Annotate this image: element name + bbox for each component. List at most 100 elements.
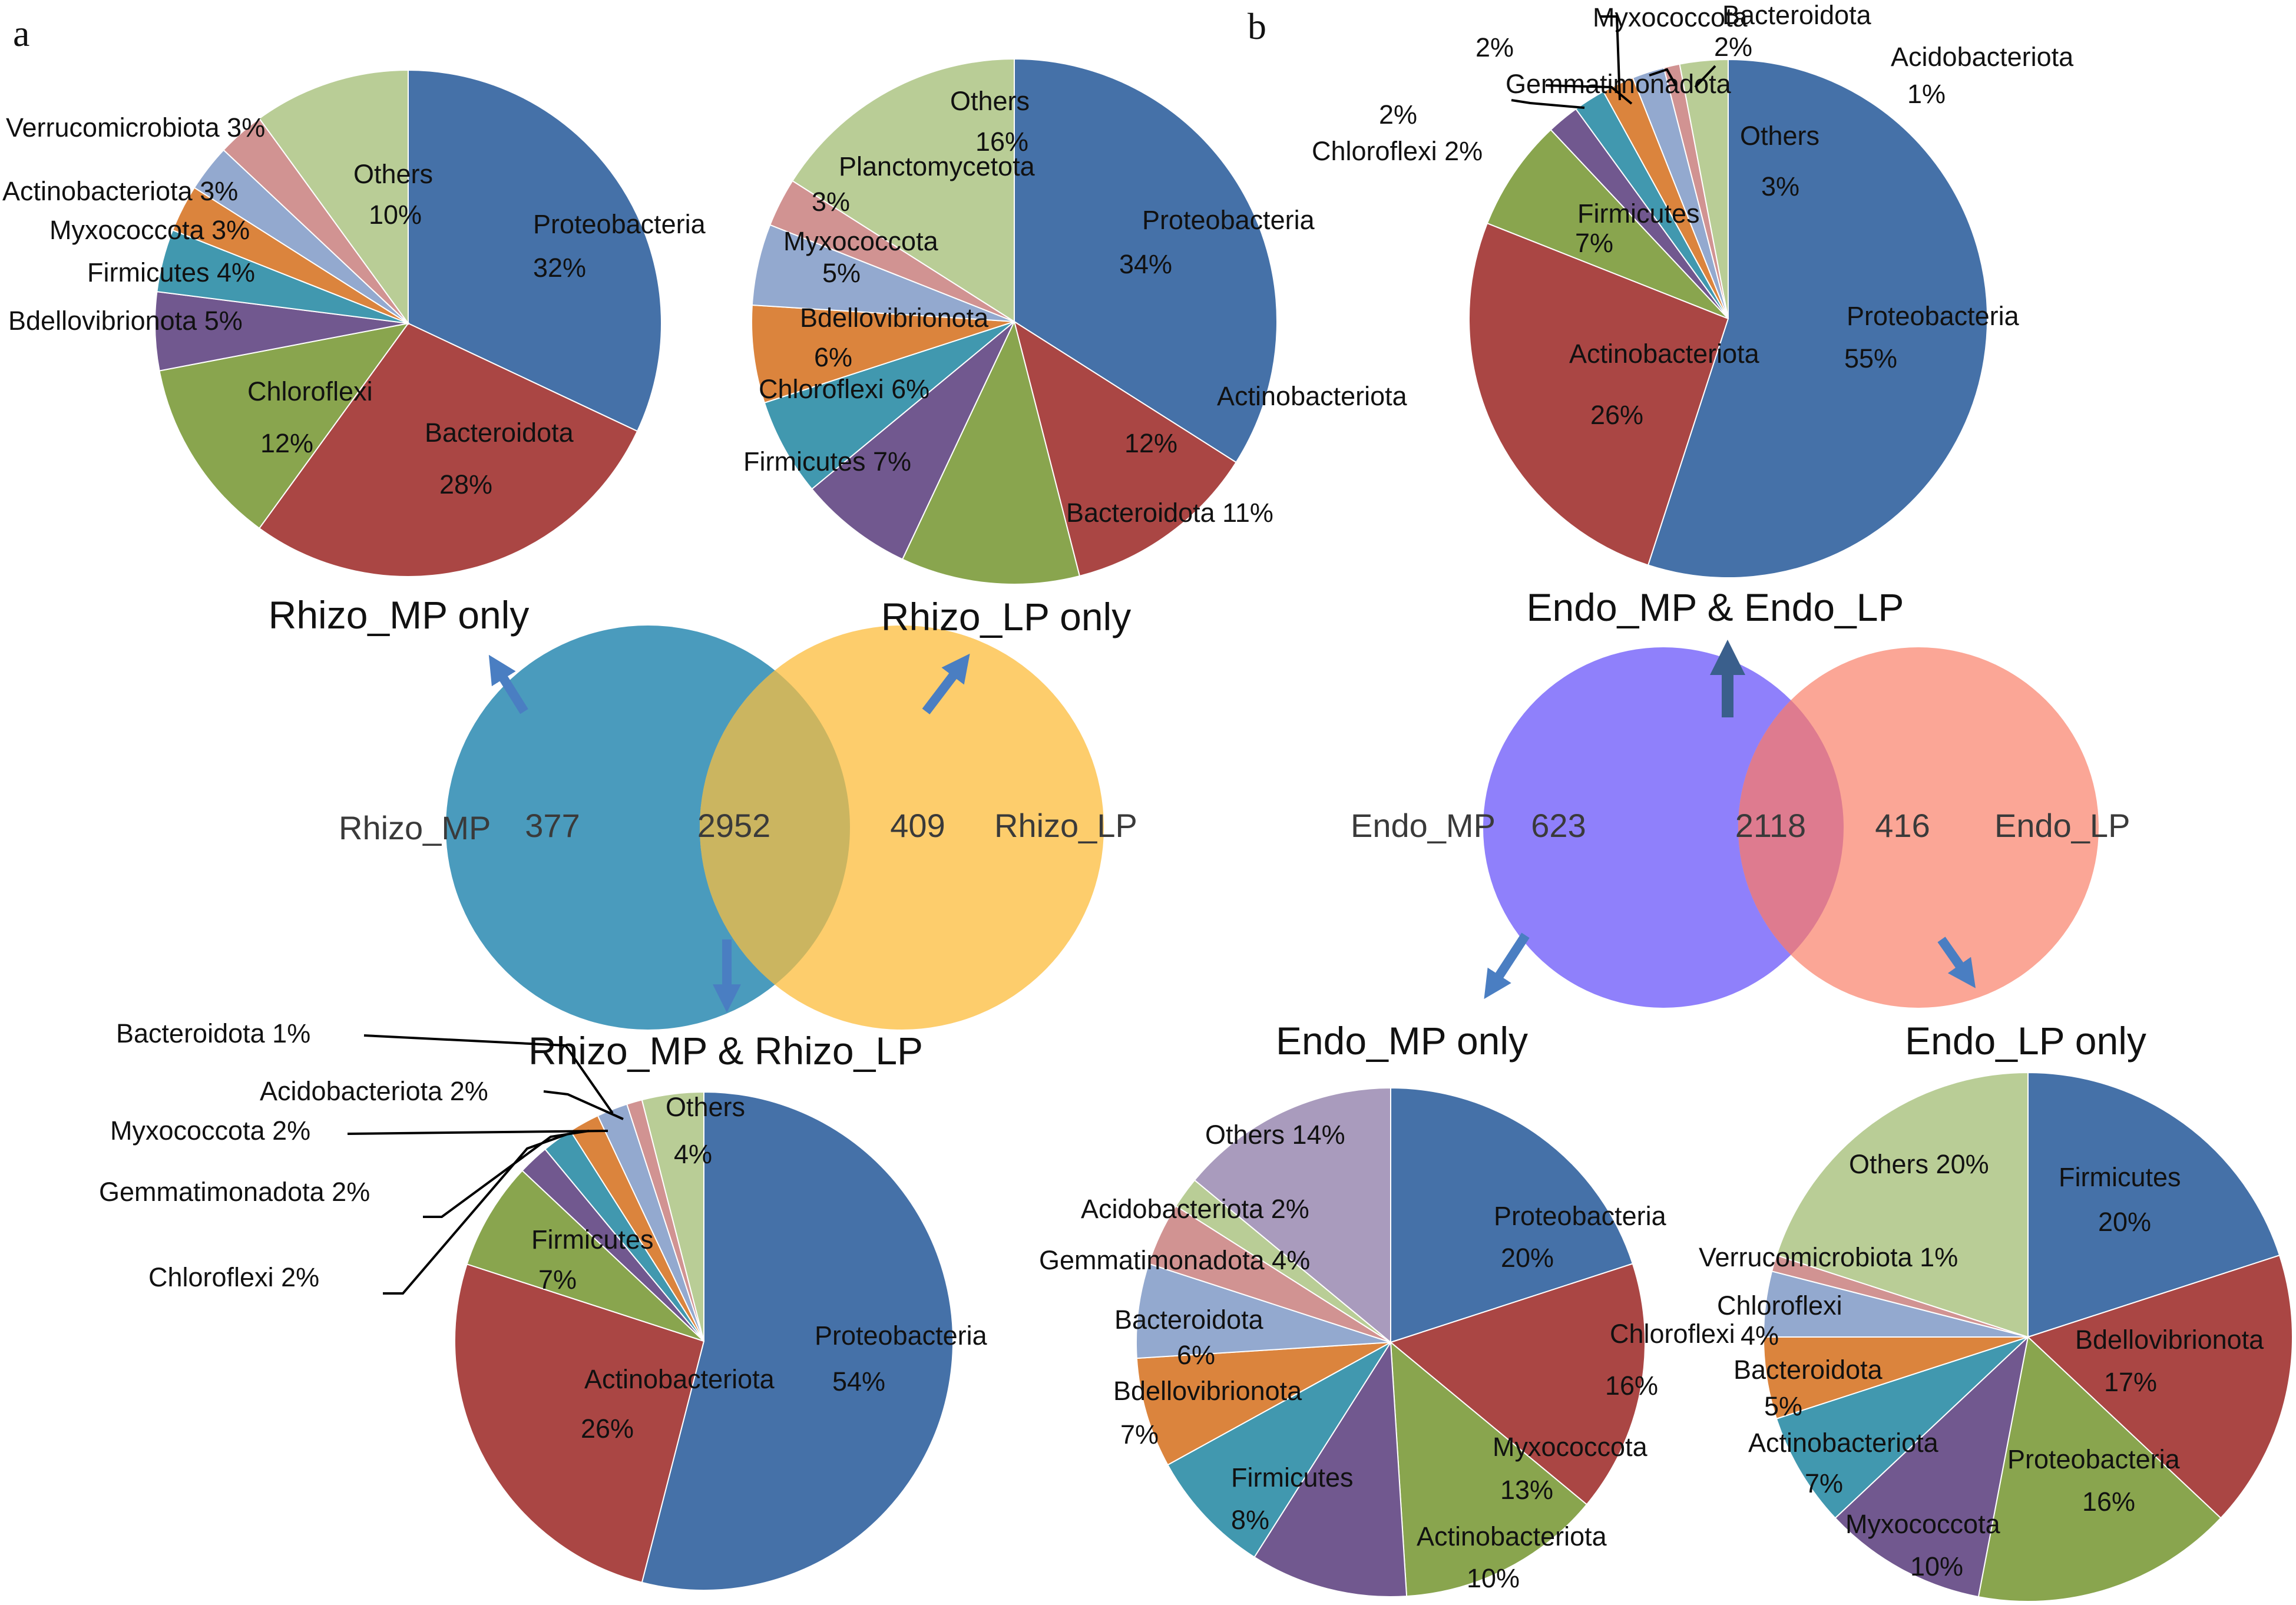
slice-label-bdellovibrionota: Bdellovibrionota (1113, 1376, 1302, 1406)
slice-value-bacteroidota: 2% (1714, 32, 1752, 62)
slice-label-planctomycetota: Planctomycetota (839, 151, 1035, 181)
leader-line (1600, 15, 1621, 101)
title-rhizo-shared: Rhizo_MP & Rhizo_LP (528, 1029, 923, 1073)
pie-rhizo-mp-only: Proteobacteria32%Bacteroidota28%Chlorofl… (2, 69, 706, 577)
slice-label-acidobacteriota: Acidobacteriota 2% (260, 1076, 488, 1106)
pie-slice-myxococcota (1834, 1335, 2029, 1598)
slice-value-actinobacteriota: 26% (1590, 400, 1643, 430)
pie-slice-chloroflexi (763, 321, 1015, 490)
pie-rhizo-lp-only: Proteobacteria34%Actinobacteriota12%Bact… (743, 58, 1408, 585)
venn-left-name: Rhizo_MP (339, 809, 491, 846)
pie-slice-firmicutes (810, 321, 1015, 560)
slice-value-proteobacteria: 20% (1501, 1243, 1554, 1273)
pie-slice-firmicutes (1167, 1342, 1391, 1558)
slice-value-firmicutes: 8% (1231, 1505, 1269, 1535)
slice-value-firmicutes: 20% (2098, 1207, 2151, 1237)
pie-slice-proteobacteria (1390, 1087, 1634, 1343)
venn-circle-endo-lp (1738, 647, 2099, 1008)
pie-slice-bdellovibrionota (2027, 1254, 2293, 1519)
pie-slice-bacteroidota (258, 322, 638, 577)
panel-letter-b: b (1248, 5, 1266, 47)
slice-label-firmicutes: Firmicutes 4% (87, 257, 255, 287)
slice-label-firmicutes: Firmicutes (1577, 198, 1700, 229)
slice-label-actinobacteriota: Actinobacteriota (1569, 339, 1760, 369)
title-rhizo-lp-only: Rhizo_LP only (881, 595, 1131, 638)
pie-slice-others (641, 1091, 704, 1342)
slice-label-firmicutes: Firmicutes 7% (743, 446, 911, 476)
slice-label-actinobacteriota: Actinobacteriota 3% (2, 176, 238, 206)
pie-slice-others (792, 58, 1015, 323)
slice-label-firmicutes: Firmicutes (1231, 1462, 1354, 1493)
venn-right-count: 409 (890, 807, 945, 844)
venn-left-count: 377 (525, 807, 580, 844)
pie-slice-proteobacteria (641, 1091, 954, 1591)
slice-value-actinobacteriota: 12% (1124, 428, 1177, 458)
pie-slice-proteobacteria (1647, 58, 1988, 578)
slice-value-myxococcota: 13% (1500, 1475, 1553, 1505)
leader-line (1649, 68, 1677, 86)
slice-label-gemmatimonadota: Gemmatimonadota 4% (1039, 1245, 1310, 1275)
pie-slice-bdellovibrionota (751, 304, 1015, 404)
slice-value-chloroflexi: 16% (1605, 1371, 1658, 1401)
slice-label-chloroflexi: Chloroflexi 2% (1312, 136, 1483, 166)
leader-lines (347, 15, 1716, 1295)
slice-label-others: Others (950, 86, 1030, 116)
leader-line (1694, 65, 1716, 88)
pie-endo-mp-endo-lp: Proteobacteria55%Actinobacteriota26%Firm… (1312, 0, 2074, 578)
leader-line (1511, 99, 1585, 109)
slice-label-chloroflexi: Chloroflexi (247, 376, 373, 406)
slice-label-myxococcota: Myxococcota (1593, 2, 1748, 32)
pie-slice-firmicutes (2027, 1071, 2281, 1338)
pie-slice-proteobacteria (1977, 1336, 2222, 1602)
venn-shared-count: 2118 (1735, 807, 1806, 844)
slice-label-verrucomicrobiota: Verrucomicrobiota 1% (1699, 1242, 1958, 1272)
pie-slice-proteobacteria (408, 69, 662, 432)
slice-value-proteobacteria: 32% (533, 253, 586, 283)
venn-left-name: Endo_MP (1351, 807, 1496, 844)
slice-value-bdellovibrionota: 6% (814, 342, 852, 372)
panel-letter-a: a (13, 12, 29, 54)
arrow-rhizo-lp-only (922, 653, 970, 714)
slice-label-firmicutes: Firmicutes (531, 1225, 654, 1255)
pie-slice-actinobacteriota (1013, 320, 1237, 577)
slice-label-myxococcota: Myxococcota 2% (110, 1116, 310, 1146)
slice-value-bacteroidota: 28% (439, 469, 492, 499)
pie-slice-bdellovibrionota (1136, 1342, 1391, 1466)
pie-endo-mp-only: Proteobacteria 20% Chloroflexi 16% Myxococco… (1039, 1087, 1735, 1597)
leader-line (1545, 84, 1633, 105)
slice-label-bdellovibrionota: Bdellovibrionota 5% (8, 306, 243, 336)
slice-label-others: Others (666, 1092, 745, 1122)
pie-slice-others (1679, 58, 1729, 319)
slice-label-acidobacteriota: Acidobacteriota 2% (1081, 1194, 1309, 1224)
leader-line (363, 1034, 614, 1114)
leader-line (347, 1130, 608, 1135)
slice-label-actinobacteriota: Actinobacteriota (584, 1364, 775, 1394)
slice-label-proteobacteria: Proteobacteria (1142, 205, 1315, 235)
slice-label-actinobacteriota: Actinobacteriota (1417, 1521, 1607, 1551)
leader-line (383, 1133, 569, 1295)
slice-value-bdellovibrionota: 7% (1120, 1419, 1159, 1450)
arrow-endo-mp-only (1484, 932, 1530, 1000)
slice-label-chloroflexi: Chloroflexi (1610, 1319, 1735, 1349)
slice-label-others: Others 20% (1849, 1149, 1989, 1179)
pie-slice-bacteroidota (901, 320, 1081, 585)
pie-slice-others (1775, 1071, 2029, 1338)
slice-value-firmicutes: 7% (538, 1265, 577, 1295)
slice-label-myxococcota: Myxococcota (1493, 1432, 1648, 1462)
pie-slice-firmicutes (466, 1170, 704, 1342)
pie-endo-lp-only: Firmicutes20%Bdellovibrionota17%Proteoba… (1699, 1071, 2293, 1602)
slice-label-proteobacteria: Proteobacteria (1494, 1201, 1667, 1231)
slice-label-myxococcota: Myxococcota 3% (49, 215, 250, 245)
slice-label-bacteroidota: Bacteroidota 11% (1066, 498, 1273, 528)
slice-value-proteobacteria: 54% (832, 1366, 885, 1396)
venn-left-count: 623 (1531, 807, 1586, 844)
slice-value-chloroflexi: 12% (260, 428, 313, 458)
slice-label-bdellovibrionota: Bdellovibrionota (2075, 1325, 2264, 1355)
connector-arrows (488, 640, 1976, 1013)
pie-rhizo-mp-rhizo-lp: Proteobacteria54%Actinobacteriota26%Firm… (99, 1018, 988, 1591)
slice-label-bacteroidota: Bacteroidota (425, 418, 574, 448)
slice-label-proteobacteria: Proteobacteria (2007, 1444, 2181, 1474)
pie-slice-actinobacteriota (454, 1263, 705, 1583)
slice-label-bacteroidota: Bacteroidota (1733, 1355, 1883, 1385)
